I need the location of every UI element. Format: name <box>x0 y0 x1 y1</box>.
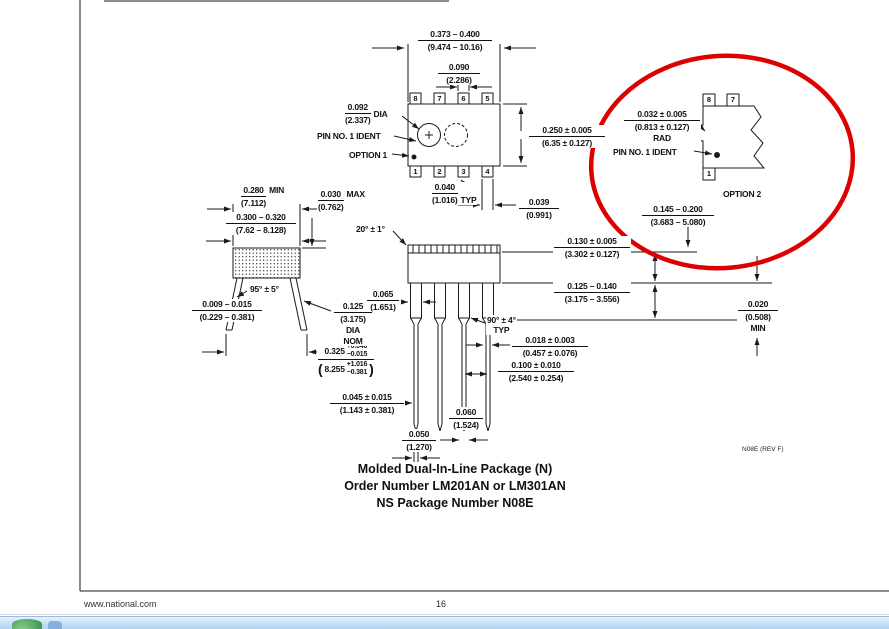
package-caption: Molded Dual-In-Line Package (N) Order Nu… <box>253 461 657 512</box>
pin-bottom-4: 4 <box>485 167 490 176</box>
page-border <box>79 0 889 592</box>
dim-row-span: 0.300 – 0.320 (7.62 – 8.128) <box>225 212 297 235</box>
pin-top-7: 7 <box>437 94 442 103</box>
dim-opt2-rad: 0.032 ± 0.005 (0.813 ± 0.127) RAD <box>623 109 701 143</box>
dim-lead-offset-typ: 0.040 (1.016) TYP <box>431 182 478 205</box>
ident-circle-alt <box>444 123 468 147</box>
dim-lead-pitch: 0.100 ± 0.010 (2.540 ± 0.254) <box>497 360 575 383</box>
pin-top-6: 6 <box>461 94 466 103</box>
option2-body <box>694 105 766 169</box>
label-pin1-ident-opt2: PIN NO. 1 IDENT <box>612 147 678 157</box>
label-option1: OPTION 1 <box>348 150 389 160</box>
red-highlight-ellipse <box>588 53 856 271</box>
window-bottom-edge <box>0 614 889 615</box>
dim-lead-thickness: 0.009 – 0.015 (0.229 – 0.381) <box>191 299 263 322</box>
dim-angle-draft: 20° ± 1° <box>355 224 386 234</box>
opt2-pin-8: 8 <box>706 95 712 104</box>
footer-page-number: 16 <box>436 599 447 609</box>
pin-top-5: 5 <box>485 94 490 103</box>
dim-k-045: 0.045 ± 0.015 (1.143 ± 0.381) <box>329 392 405 415</box>
dim-lead-span-tolerance: 0.325 +0.040 −0.015 ( 8.255 +1.016 −0.38… <box>317 343 375 377</box>
footer-website: www.national.com <box>84 599 157 609</box>
taskbar-app-icon[interactable] <box>48 621 62 629</box>
pin-top-8: 8 <box>413 94 418 103</box>
caption-line-3: NS Package Number N08E <box>376 496 534 510</box>
package-side-outline <box>232 247 301 279</box>
pin-bottom-2: 2 <box>437 167 442 176</box>
taskbar[interactable] <box>0 616 889 629</box>
dim-angle-tip: 90° ± 4° TYP <box>486 315 517 335</box>
dim-standoff-min: 0.020 (0.508) MIN <box>737 299 779 333</box>
dim-ident-dia: 0.092 (2.337) DIA <box>344 102 389 125</box>
opt2-pin-7: 7 <box>730 95 736 104</box>
dim-lead-tip-thickness: 0.018 ± 0.003 (0.457 ± 0.076) <box>511 335 589 358</box>
dim-tip-width-060: 0.060 (1.524) <box>448 407 484 430</box>
dim-top-width: 0.373 – 0.400 (9.474 – 10.16) <box>417 29 493 52</box>
dim-shoulder-height: 0.125 – 0.140 (3.175 – 3.556) <box>553 281 631 304</box>
opt2-pin-1: 1 <box>706 169 712 178</box>
side-view <box>202 204 332 356</box>
dim-tip-050: 0.050 (1.270) <box>401 429 437 452</box>
dim-pin-width-039: 0.039 (0.991) <box>518 197 560 220</box>
caption-line-2: Order Number LM201AN or LM301AN <box>344 479 566 493</box>
dim-body-min: 0.280 (7.112) MIN <box>240 185 286 208</box>
dim-body-depth: 0.250 ± 0.005 (6.35 ± 0.127) <box>528 125 606 148</box>
rev-note: N08E (REV F) <box>742 446 784 453</box>
package-front-outline <box>407 252 501 284</box>
dim-max-030: 0.030 (0.762) MAX <box>317 189 366 212</box>
dim-angle-lead: 95° ± 5° <box>249 284 280 294</box>
taskbar-start-icon[interactable] <box>12 619 42 629</box>
option2-ident-dot <box>714 152 720 158</box>
reference-lines <box>502 251 772 321</box>
dim-pin-width-top: 0.090 (2.286) <box>437 62 481 85</box>
pin-bottom-3: 3 <box>461 167 466 176</box>
dim-body-height: 0.130 ± 0.005 (3.302 ± 0.127) <box>553 236 631 259</box>
package-cap <box>407 244 501 254</box>
dim-shoulder-width: 0.065 (1.651) <box>366 289 400 312</box>
dim-opt2-depth: 0.145 – 0.200 (3.683 – 5.080) <box>641 204 715 227</box>
top-view <box>372 44 536 210</box>
pin-bottom-1: 1 <box>413 167 418 176</box>
label-pin1-ident: PIN NO. 1 IDENT <box>316 131 382 141</box>
label-option2: OPTION 2 <box>722 189 763 199</box>
caption-line-1: Molded Dual-In-Line Package (N) <box>357 462 553 476</box>
option1-ident-dot <box>411 154 417 160</box>
